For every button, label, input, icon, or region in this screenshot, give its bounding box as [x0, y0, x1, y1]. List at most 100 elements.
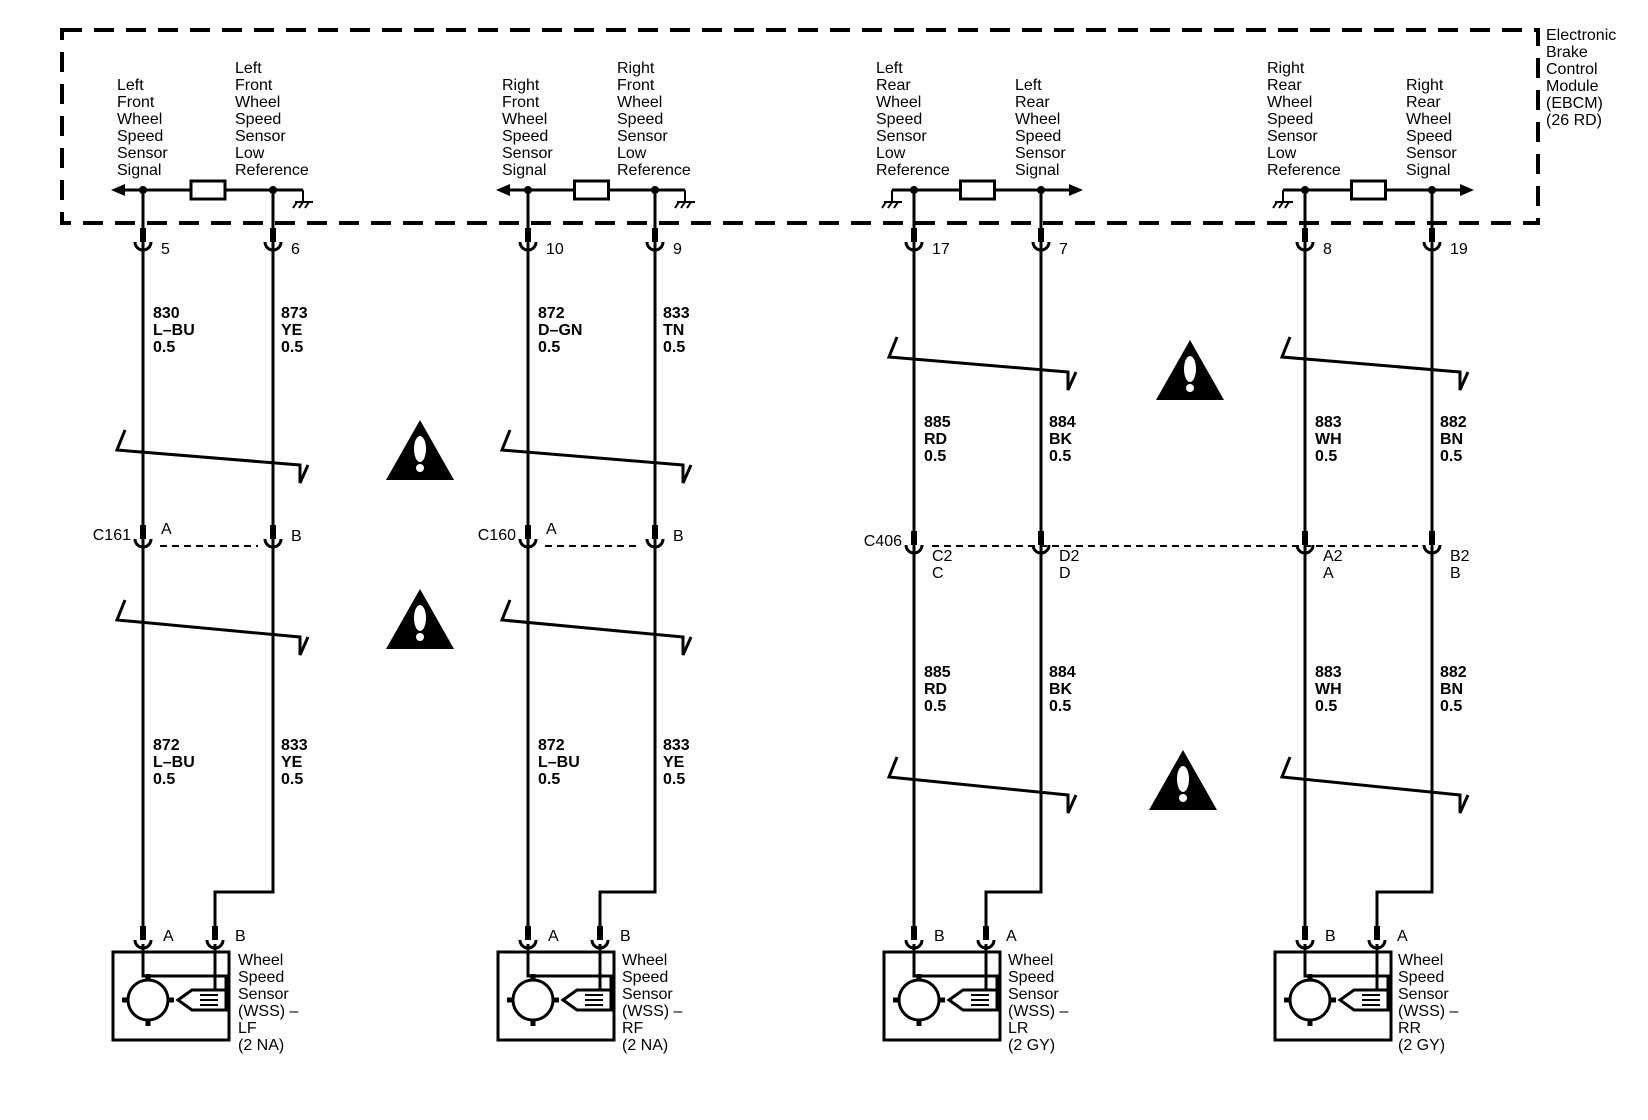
resistor-icon — [1350, 179, 1387, 201]
ground-hatch — [674, 201, 680, 209]
inline-connector-pin-stub — [140, 525, 146, 539]
inline-connector-pin — [645, 538, 665, 549]
signal-label-line: Sensor — [1406, 145, 1457, 162]
signal-label-line: Right — [1406, 77, 1444, 94]
wire-label: 0.5 — [1049, 698, 1071, 715]
signal-label-line: Front — [117, 94, 155, 111]
tone-wheel-icon — [126, 978, 170, 1022]
wire-right — [984, 190, 1043, 940]
wire-label: 882 — [1440, 664, 1467, 681]
inline-connector-pin — [518, 538, 538, 549]
module-name-line: (26 RD) — [1546, 112, 1602, 129]
wire-label: 0.5 — [924, 448, 946, 465]
tone-wheel-icon — [511, 978, 555, 1022]
signal-label-line: Right — [502, 77, 540, 94]
module-pin-left-stub — [525, 228, 531, 242]
warning-icon — [1149, 750, 1217, 810]
module-pin-number: 8 — [1323, 241, 1332, 258]
inline-connector-pin-stub — [525, 525, 531, 539]
warning-exclaim — [1184, 356, 1196, 382]
sensor-internal-wire — [912, 944, 999, 990]
sensor-label-line: RF — [622, 1020, 644, 1037]
sensor-label-line: LR — [1008, 1020, 1028, 1037]
reference-label-line: Front — [235, 77, 273, 94]
module-pin-left — [1295, 241, 1315, 252]
module-pin-left-stub — [140, 228, 146, 242]
signal-arrow-icon — [111, 184, 125, 196]
module-pin-number: 19 — [1450, 241, 1468, 258]
sensor-label-line: (2 NA) — [238, 1037, 284, 1054]
reference-label-line: Sensor — [1267, 128, 1318, 145]
sensor-label-line: Wheel — [1008, 952, 1053, 969]
wire-label: 0.5 — [1315, 698, 1337, 715]
module-pin-right-stub — [1429, 228, 1435, 242]
wire-label: 0.5 — [663, 339, 685, 356]
reference-label-line: Speed — [617, 111, 663, 128]
wire-label: 885 — [924, 664, 951, 681]
wire-break-mark — [499, 429, 693, 484]
wire-label: 833 — [281, 737, 308, 754]
sensor-label-line: LF — [238, 1020, 257, 1037]
signal-label-line: Rear — [1406, 94, 1441, 111]
sensor-label-line: (WSS) – — [238, 1003, 299, 1020]
wire-label: 0.5 — [1049, 448, 1071, 465]
module-boundary — [60, 28, 1540, 225]
resistor-icon — [573, 179, 610, 201]
sensor-label-line: (2 NA) — [622, 1037, 668, 1054]
ground-icon — [1272, 190, 1293, 209]
warning-exclaim — [414, 436, 426, 462]
sensor-pin-left-stub — [1302, 926, 1308, 940]
warning-dot — [416, 633, 424, 641]
resistor-icon — [959, 179, 996, 201]
inline-connector-pin-stub — [1302, 531, 1308, 545]
warning-exclaim — [1177, 766, 1189, 792]
signal-label: LeftFrontWheelSpeedSensorSignalLeftFront… — [117, 60, 309, 179]
connector-pin-letter: B — [291, 528, 302, 545]
warning-dot — [1179, 794, 1187, 802]
signal-label-line: Signal — [502, 162, 546, 179]
sensor-pin-letter: B — [620, 928, 631, 945]
module-pin-number: 17 — [932, 241, 950, 258]
wire-label: TN — [663, 322, 684, 339]
pickup-icon — [946, 988, 999, 1012]
sensor-label-line: Speed — [238, 969, 284, 986]
warning-dot — [416, 464, 424, 472]
module-pin-left — [904, 241, 924, 252]
signal-label-line: Wheel — [1015, 111, 1060, 128]
reference-label-line: Rear — [1267, 77, 1302, 94]
wire-label: 0.5 — [1315, 448, 1337, 465]
reference-label-line: Low — [617, 145, 647, 162]
reference-label-line: Low — [235, 145, 265, 162]
sensor-label-line: Sensor — [1398, 986, 1449, 1003]
wire-label: 873 — [281, 305, 308, 322]
connector-pin-letter: D — [1059, 565, 1071, 582]
module-name-line: Brake — [1546, 44, 1588, 61]
wire-right — [213, 190, 275, 940]
wheel-speed-sensor-lr — [882, 944, 1002, 1042]
sensor-pin-letter: B — [235, 928, 246, 945]
break-line — [114, 599, 310, 656]
sensor-pin-right-stub — [212, 926, 218, 940]
wire-label: 0.5 — [538, 771, 560, 788]
ground-hatch — [680, 201, 686, 209]
wire-label: 0.5 — [153, 771, 175, 788]
sensor-label-line: (WSS) – — [1008, 1003, 1069, 1020]
module-pin-number: 7 — [1059, 241, 1068, 258]
wire-label: 883 — [1315, 664, 1342, 681]
signal-label-line: Signal — [117, 162, 161, 179]
tone-wheel-icon — [1288, 978, 1332, 1022]
reference-label-line: Wheel — [1267, 94, 1312, 111]
wire-label: 872 — [538, 305, 565, 322]
break-line — [886, 336, 1078, 391]
signal-label-line: Wheel — [1406, 111, 1451, 128]
reference-label-line: Reference — [1267, 162, 1341, 179]
pickup-icon — [175, 988, 228, 1012]
ground-hatch — [1272, 201, 1278, 209]
wire-label: 0.5 — [538, 339, 560, 356]
reference-label-line: Sensor — [876, 128, 927, 145]
sensor-pin-right-stub — [1374, 926, 1380, 940]
wire-label: 0.5 — [281, 771, 303, 788]
signal-label-line: Signal — [1406, 162, 1450, 179]
reference-label-line: Reference — [617, 162, 691, 179]
